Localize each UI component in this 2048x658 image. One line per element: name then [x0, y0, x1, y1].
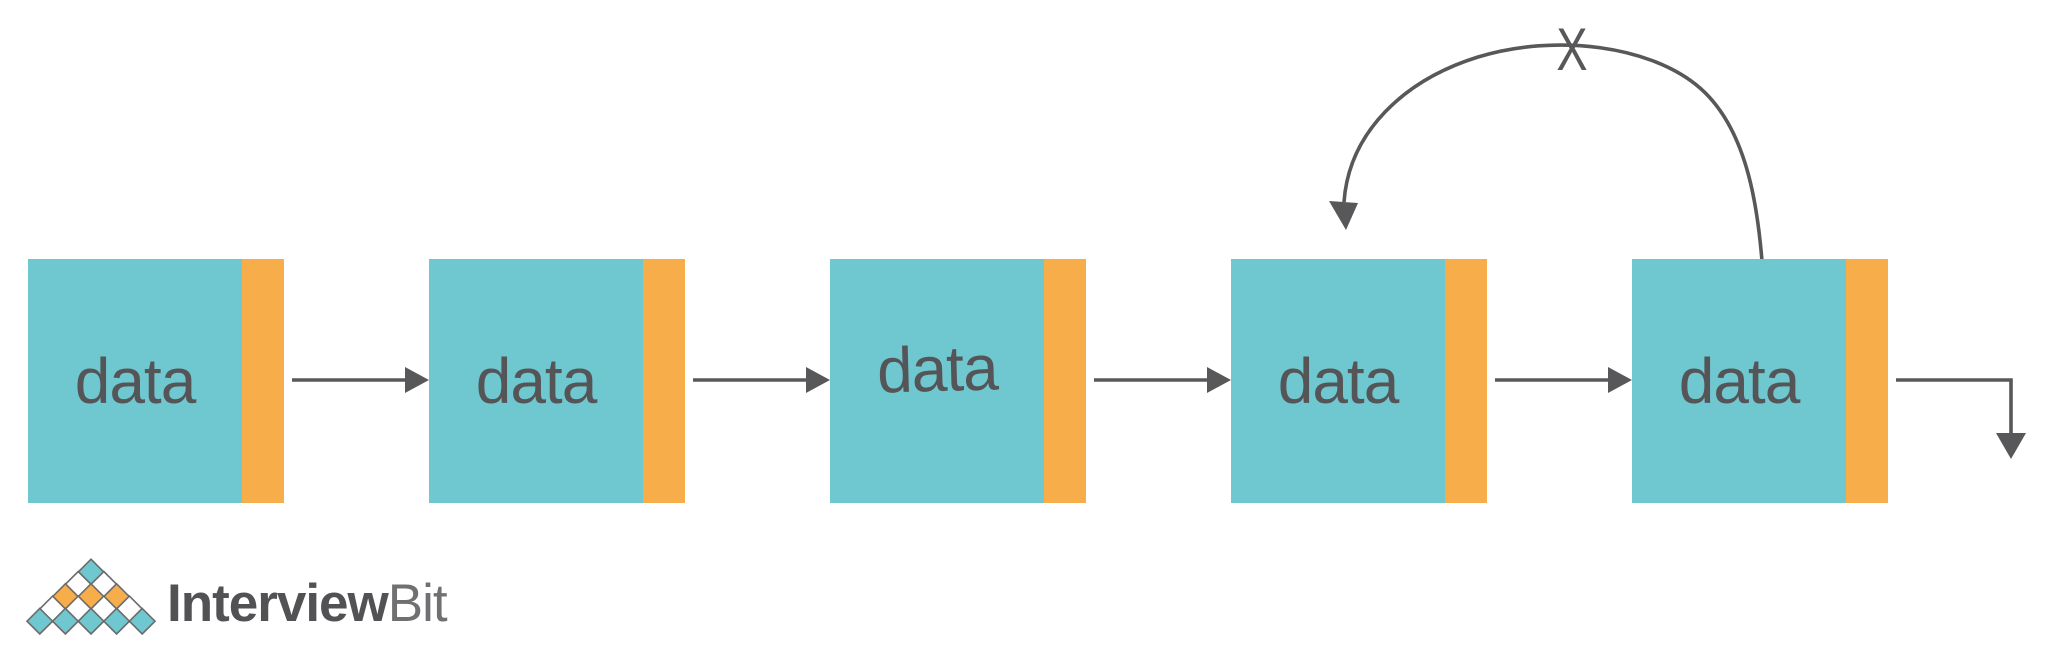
broken-loop-arrow: [1329, 43, 1766, 293]
list-node-1: data: [28, 259, 284, 503]
list-node-4: data: [1231, 259, 1487, 503]
next-arrow-1: [292, 367, 429, 393]
node-label: data: [875, 331, 999, 407]
node-next-pointer-cell: [643, 259, 685, 503]
node-data-cell: data: [1632, 259, 1846, 503]
node-label: data: [1277, 345, 1400, 417]
x-mark-icon: X: [1556, 16, 1587, 83]
brand-name-light: Bit: [387, 574, 448, 633]
node-next-pointer-cell: [1044, 259, 1086, 503]
node-label: data: [1678, 345, 1801, 417]
interviewbit-logo: InterviewBit: [25, 558, 448, 636]
next-arrow-4: [1495, 367, 1632, 393]
node-next-pointer-cell: [1846, 259, 1888, 503]
node-label: data: [475, 345, 598, 417]
node-data-cell: data: [28, 259, 242, 503]
list-node-2: data: [429, 259, 685, 503]
tail-arrow: [1896, 378, 2026, 459]
interviewbit-logo-icon: [25, 558, 157, 636]
interviewbit-wordmark: InterviewBit: [167, 574, 448, 633]
next-arrow-3: [1094, 367, 1231, 393]
node-data-cell: data: [429, 259, 643, 503]
list-node-3: data: [830, 259, 1086, 503]
list-node-5: data: [1632, 259, 1888, 503]
node-data-cell: data: [1231, 259, 1445, 503]
node-next-pointer-cell: [242, 259, 284, 503]
next-arrow-2: [693, 367, 830, 393]
brand-name-bold: Interview: [167, 574, 389, 633]
node-label: data: [74, 345, 197, 417]
node-data-cell: data: [830, 259, 1044, 503]
node-next-pointer-cell: [1445, 259, 1487, 503]
